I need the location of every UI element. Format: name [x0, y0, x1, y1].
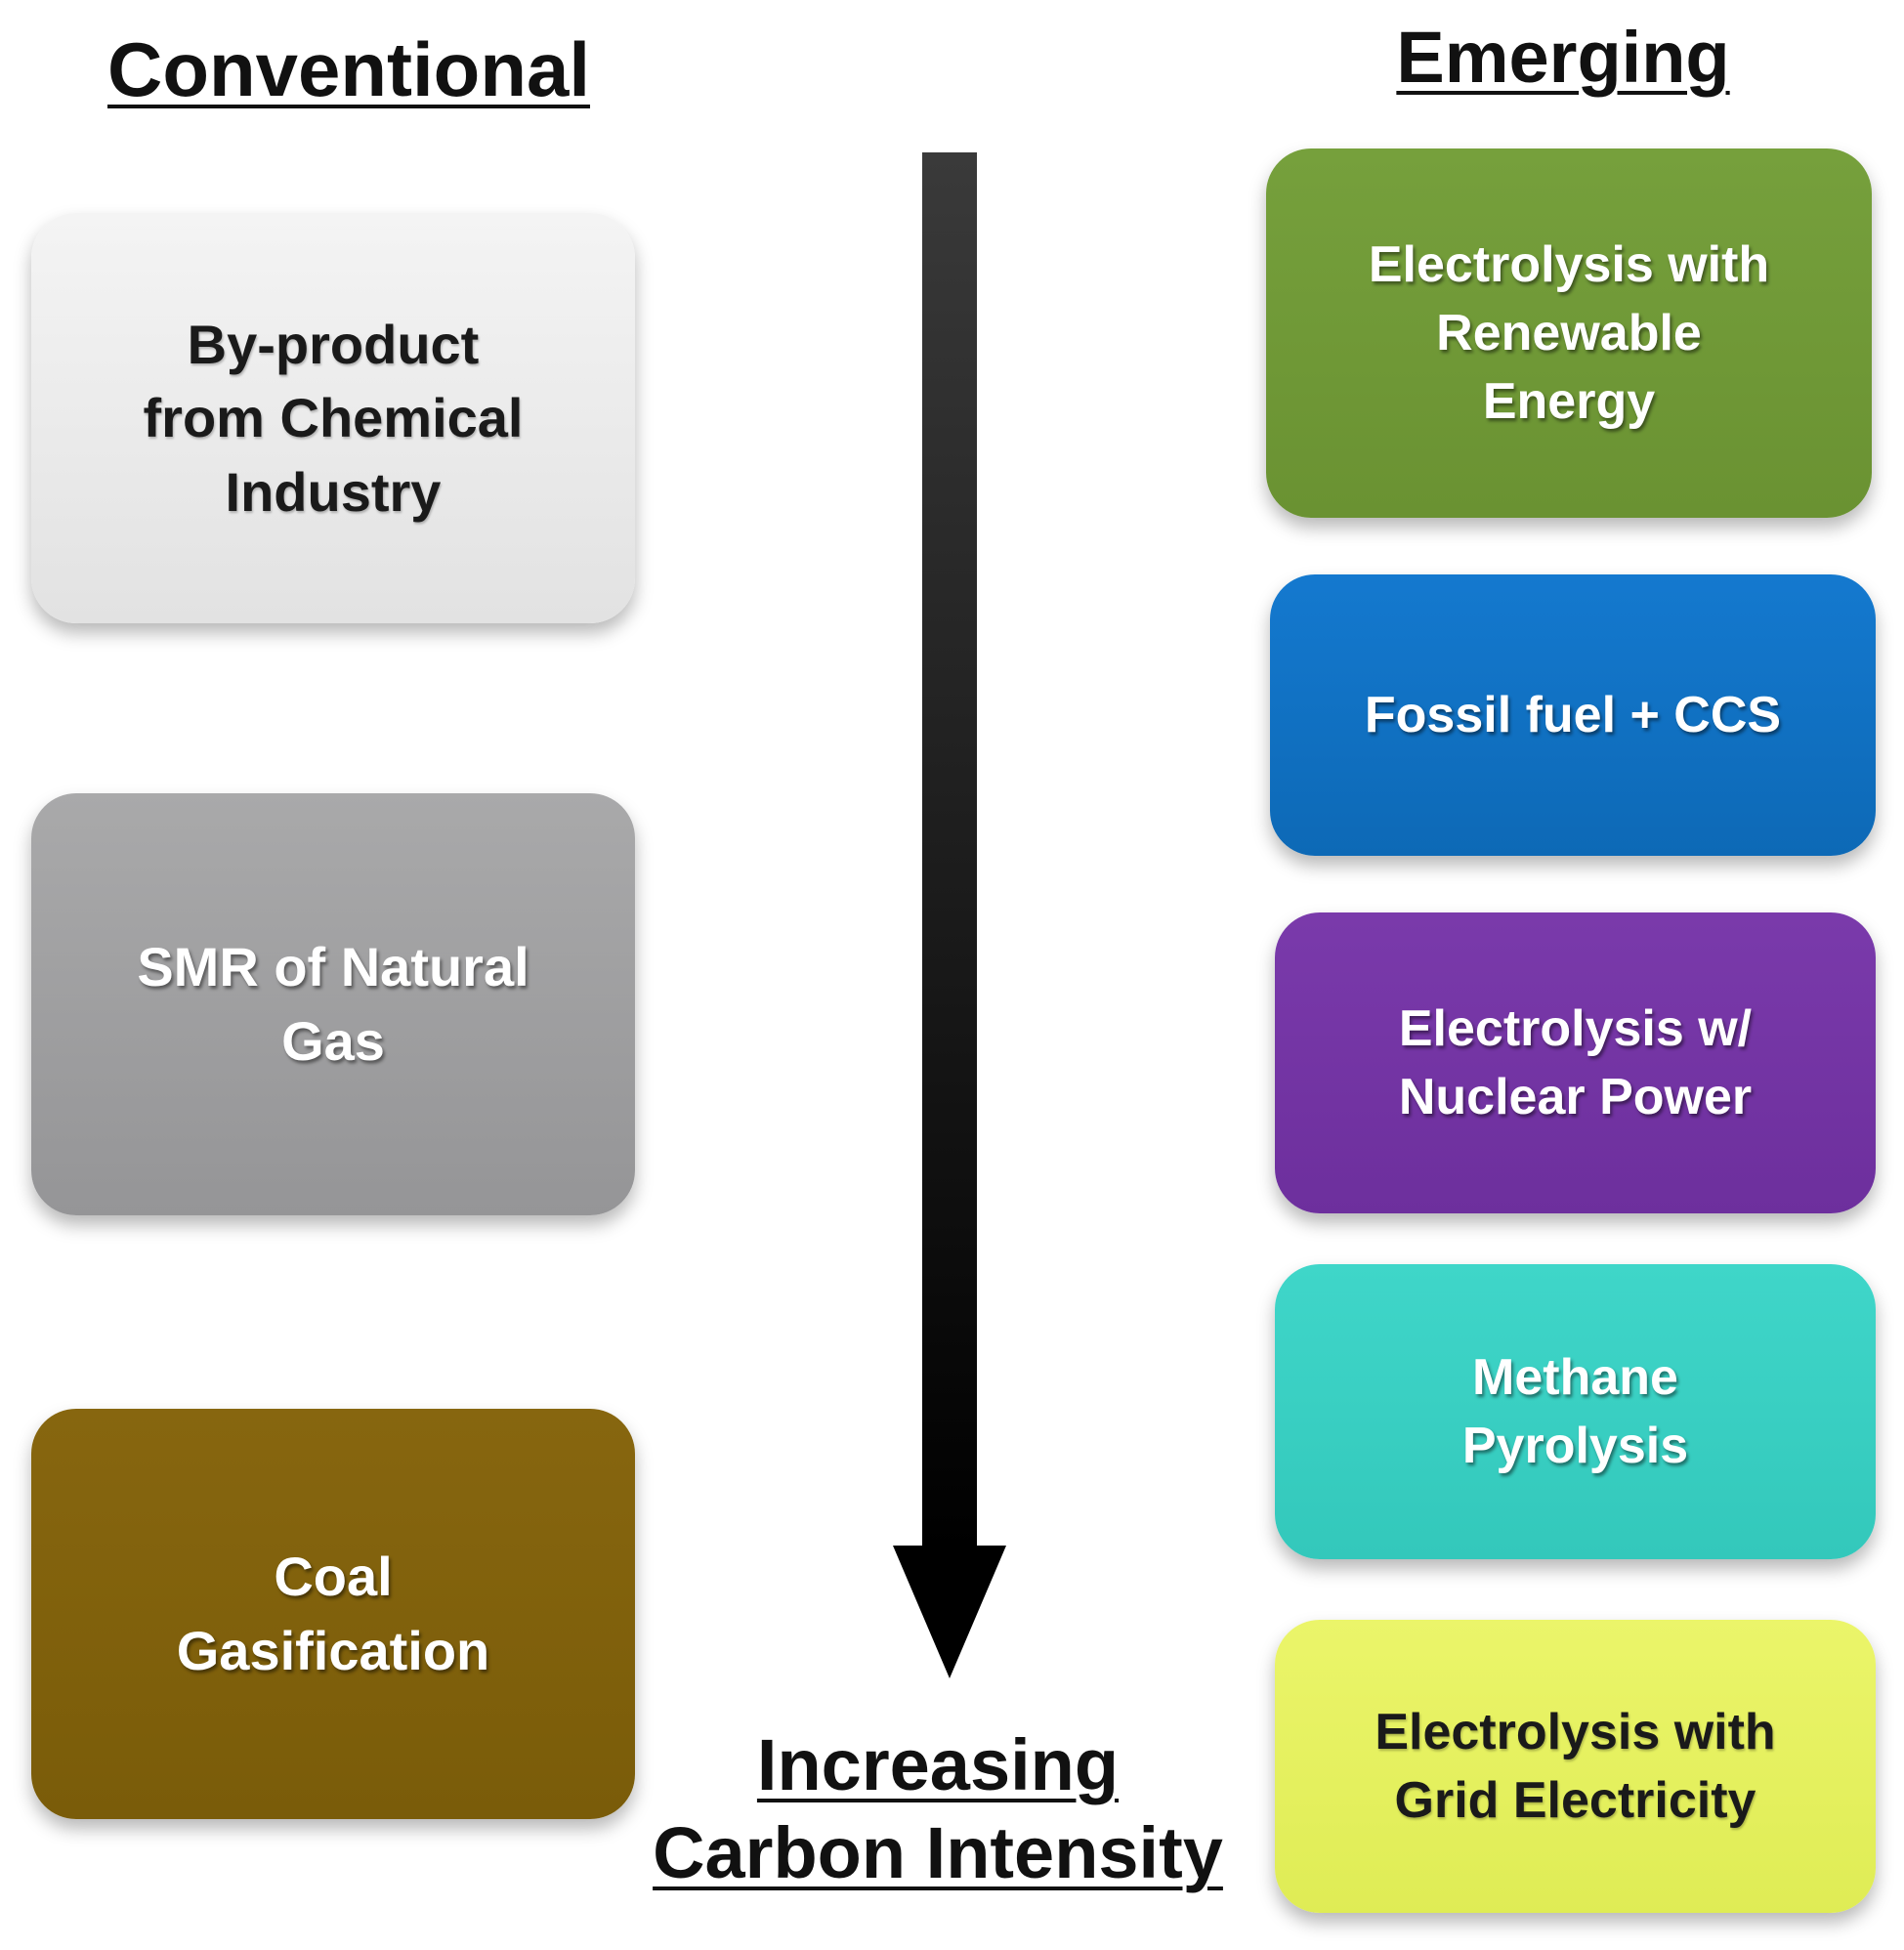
box-electrolysis-nuclear: Electrolysis w/ Nuclear Power — [1275, 912, 1876, 1213]
box-label: Coal Gasification — [176, 1546, 490, 1681]
heading-emerging: Emerging — [1396, 17, 1730, 98]
arrow-head — [893, 1546, 1006, 1678]
arrow-label: Increasing Carbon Intensity — [625, 1721, 1250, 1898]
box-label: SMR of Natural Gas — [137, 936, 529, 1072]
heading-conventional: Conventional — [107, 26, 591, 112]
box-smr-natural-gas: SMR of Natural Gas — [31, 793, 635, 1215]
box-methane-pyrolysis: Methane Pyrolysis — [1275, 1264, 1876, 1559]
box-electrolysis-grid: Electrolysis with Grid Electricity — [1275, 1620, 1876, 1913]
box-label: Electrolysis with Grid Electricity — [1375, 1703, 1776, 1829]
arrow-label-line2: Carbon Intensity — [653, 1812, 1223, 1894]
box-coal-gasification: Coal Gasification — [31, 1409, 635, 1819]
box-label: Electrolysis with Renewable Energy — [1368, 235, 1770, 431]
box-label: Electrolysis w/ Nuclear Power — [1398, 999, 1753, 1125]
box-label: By-product from Chemical Industry — [143, 313, 524, 523]
box-electrolysis-renewable: Electrolysis with Renewable Energy — [1266, 148, 1872, 518]
arrow-shaft — [922, 152, 977, 1551]
box-label: Methane Pyrolysis — [1461, 1348, 1689, 1474]
box-byproduct-chemical-industry: By-product from Chemical Industry — [31, 213, 635, 623]
box-fossil-fuel-ccs: Fossil fuel + CCS — [1270, 574, 1876, 856]
box-label: Fossil fuel + CCS — [1364, 686, 1782, 743]
arrow-label-line1: Increasing — [756, 1724, 1120, 1805]
